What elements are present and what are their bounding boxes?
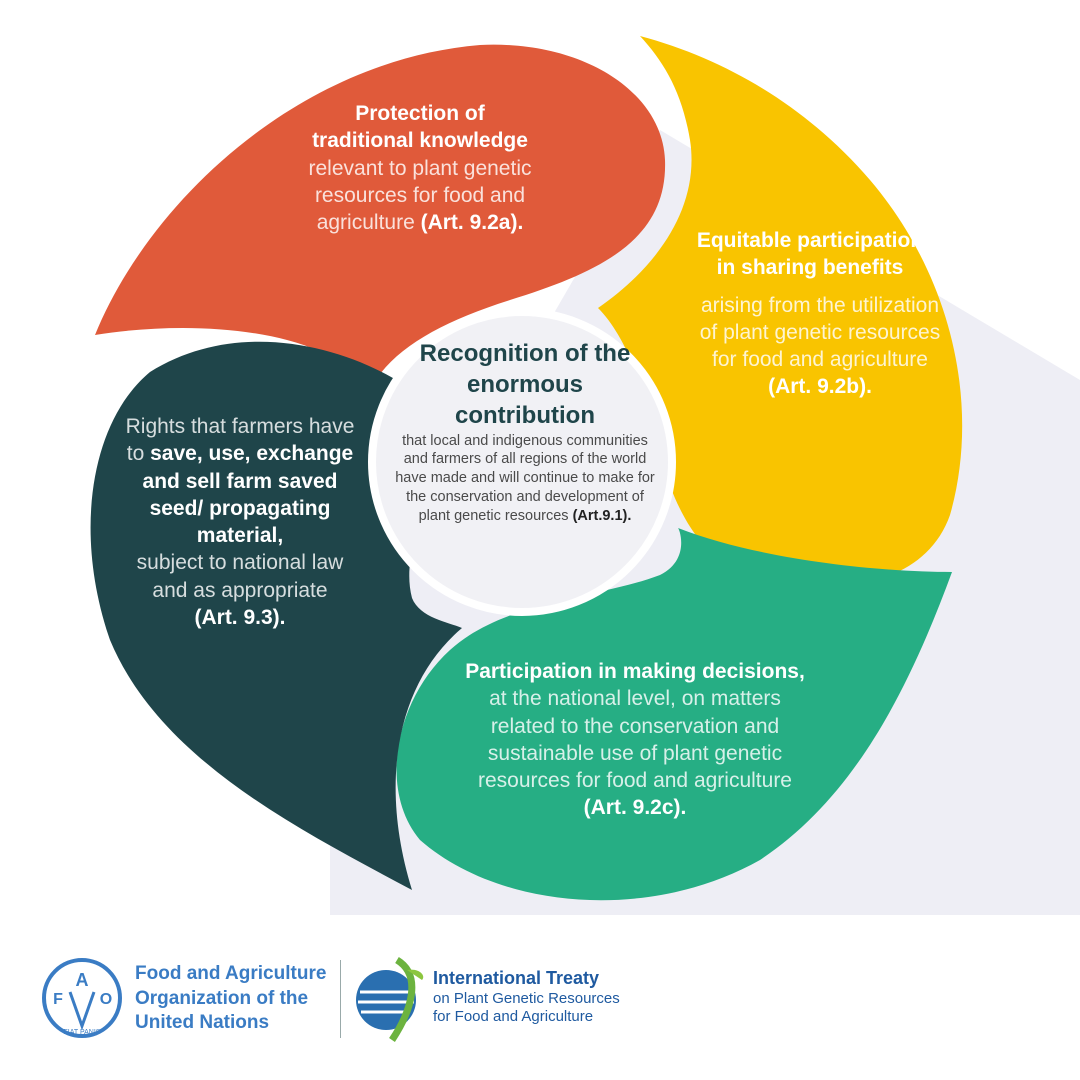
svg-text:A: A [76,970,89,990]
petal-title: traditional knowledge [312,129,528,153]
petal-body: Rights that farmers have to [125,415,355,466]
svg-text:FIAT PANIS: FIAT PANIS [64,1029,101,1036]
logo-divider [340,960,341,1038]
treaty-globe-icon [356,957,424,1042]
article-ref: (Art. 9.2b). [768,375,872,399]
petal-decision-making: Participation in making decisions, at th… [430,658,840,822]
petal-body: at the national level, on matters relate… [477,687,792,793]
petal-traditional-knowledge: Protection of traditional knowledge rele… [270,100,570,236]
article-ref: (Art.9.1). [572,507,632,524]
petal-sharing-benefits: Equitable participation in sharing benef… [695,227,945,401]
petal-green [396,528,952,901]
petal-orange [95,44,666,390]
petal-body: arising from the utilization of plant ge… [699,293,941,372]
fao-name-line: United Nations [135,1012,270,1034]
article-ref: (Art. 9.3). [194,606,286,630]
fao-name-line: Food and Agriculture [135,963,327,984]
treaty-name-line: for Food and Agriculture [433,1008,594,1026]
treaty-name: International Treaty on Plant Genetic Re… [433,968,620,1027]
article-ref: (Art. 9.2c). [583,796,687,820]
svg-text:O: O [100,991,112,1008]
center-recognition: Recognition of the enormous contribution… [395,338,655,526]
petal-body: subject to national law and as appropria… [136,551,344,602]
center-circle [368,308,676,616]
treaty-name-line: International Treaty [433,968,600,988]
petal-bold: save, use, exchange and sell farm saved … [142,442,354,548]
fao-name-line: Organization of the [135,987,309,1009]
svg-text:F: F [53,991,63,1008]
fao-name: Food and Agriculture Organization of the… [135,962,326,1036]
petal-yellow [598,36,963,586]
petal-title: Equitable participation in sharing benef… [696,229,924,280]
center-body: that local and indigenous communities an… [395,432,655,524]
petal-body: relevant to plant genetic resources for … [308,156,532,235]
petal-title: Participation in making decisions, [465,660,805,683]
petal-title: Protection of [355,102,485,125]
footer-logos: A F O FIAT PANIS Food and Agriculture Or… [40,950,680,1042]
petal-farmers-rights: Rights that farmers have to save, use, e… [120,413,360,631]
treaty-name-line: on Plant Genetic Resources [433,989,620,1007]
fao-emblem-icon: A F O FIAT PANIS [42,958,122,1038]
article-ref: (Art. 9.2a). [420,211,524,235]
center-title: Recognition of the enormous contribution [419,340,631,430]
